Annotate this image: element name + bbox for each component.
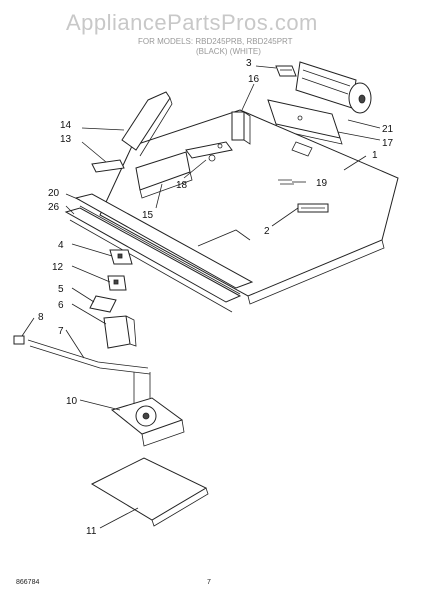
part-18-motor	[295, 61, 372, 114]
part-14-arm	[121, 91, 173, 157]
callout-4: 4	[58, 240, 64, 251]
callout-21: 20	[48, 188, 60, 199]
callout-12: 12	[52, 262, 64, 273]
callout-7: 7	[58, 326, 64, 337]
callout-18: 21	[382, 124, 394, 135]
callout-3: 3	[246, 58, 252, 69]
part-26-rail	[64, 207, 242, 313]
callout-8: 8	[38, 312, 44, 323]
callout-11: 11	[86, 526, 97, 537]
part-3-clip	[275, 65, 297, 77]
header-models: FOR MODELS: RBD245PRB, RBD245PRT	[138, 37, 293, 46]
part-11-base-plate	[90, 457, 209, 527]
callout-2: 2	[264, 226, 270, 237]
footer-page: 7	[207, 579, 211, 586]
callout-14: 14	[60, 120, 72, 131]
callout-15: 15	[142, 210, 154, 221]
part-6-box	[103, 315, 137, 349]
leader-lines	[21, 65, 381, 529]
footer-code: 866784	[16, 579, 39, 586]
callout-26: 26	[48, 202, 60, 213]
part-7-rod	[27, 339, 151, 375]
part-1-main-panel	[99, 109, 399, 305]
part-4-switch	[109, 249, 133, 265]
callout-19: 18	[176, 180, 188, 191]
callout-17: 17	[382, 138, 394, 149]
part-13-plate	[91, 159, 125, 173]
part-20-clip	[278, 179, 294, 185]
callout-6: 6	[58, 300, 64, 311]
header-colors: (BLACK) (WHITE)	[196, 47, 261, 56]
part-2-label	[297, 203, 329, 213]
callout-10: 10	[66, 396, 78, 407]
part-15-duct	[135, 151, 193, 199]
callout-5: 5	[58, 284, 64, 295]
part-10-mechanism	[110, 372, 185, 447]
watermark: AppliancePartsPros.com	[66, 10, 318, 35]
part-5-plate	[89, 295, 117, 313]
part-8-connector	[13, 335, 25, 345]
part-16-bracket	[231, 111, 251, 145]
part-21-rail	[74, 193, 254, 295]
part-19-control	[185, 141, 233, 162]
part-12-switch	[107, 275, 127, 291]
callout-1: 1	[372, 150, 378, 161]
callout-20: 19	[316, 178, 328, 189]
callout-13: 13	[60, 134, 72, 145]
callout-16: 16	[248, 74, 260, 85]
